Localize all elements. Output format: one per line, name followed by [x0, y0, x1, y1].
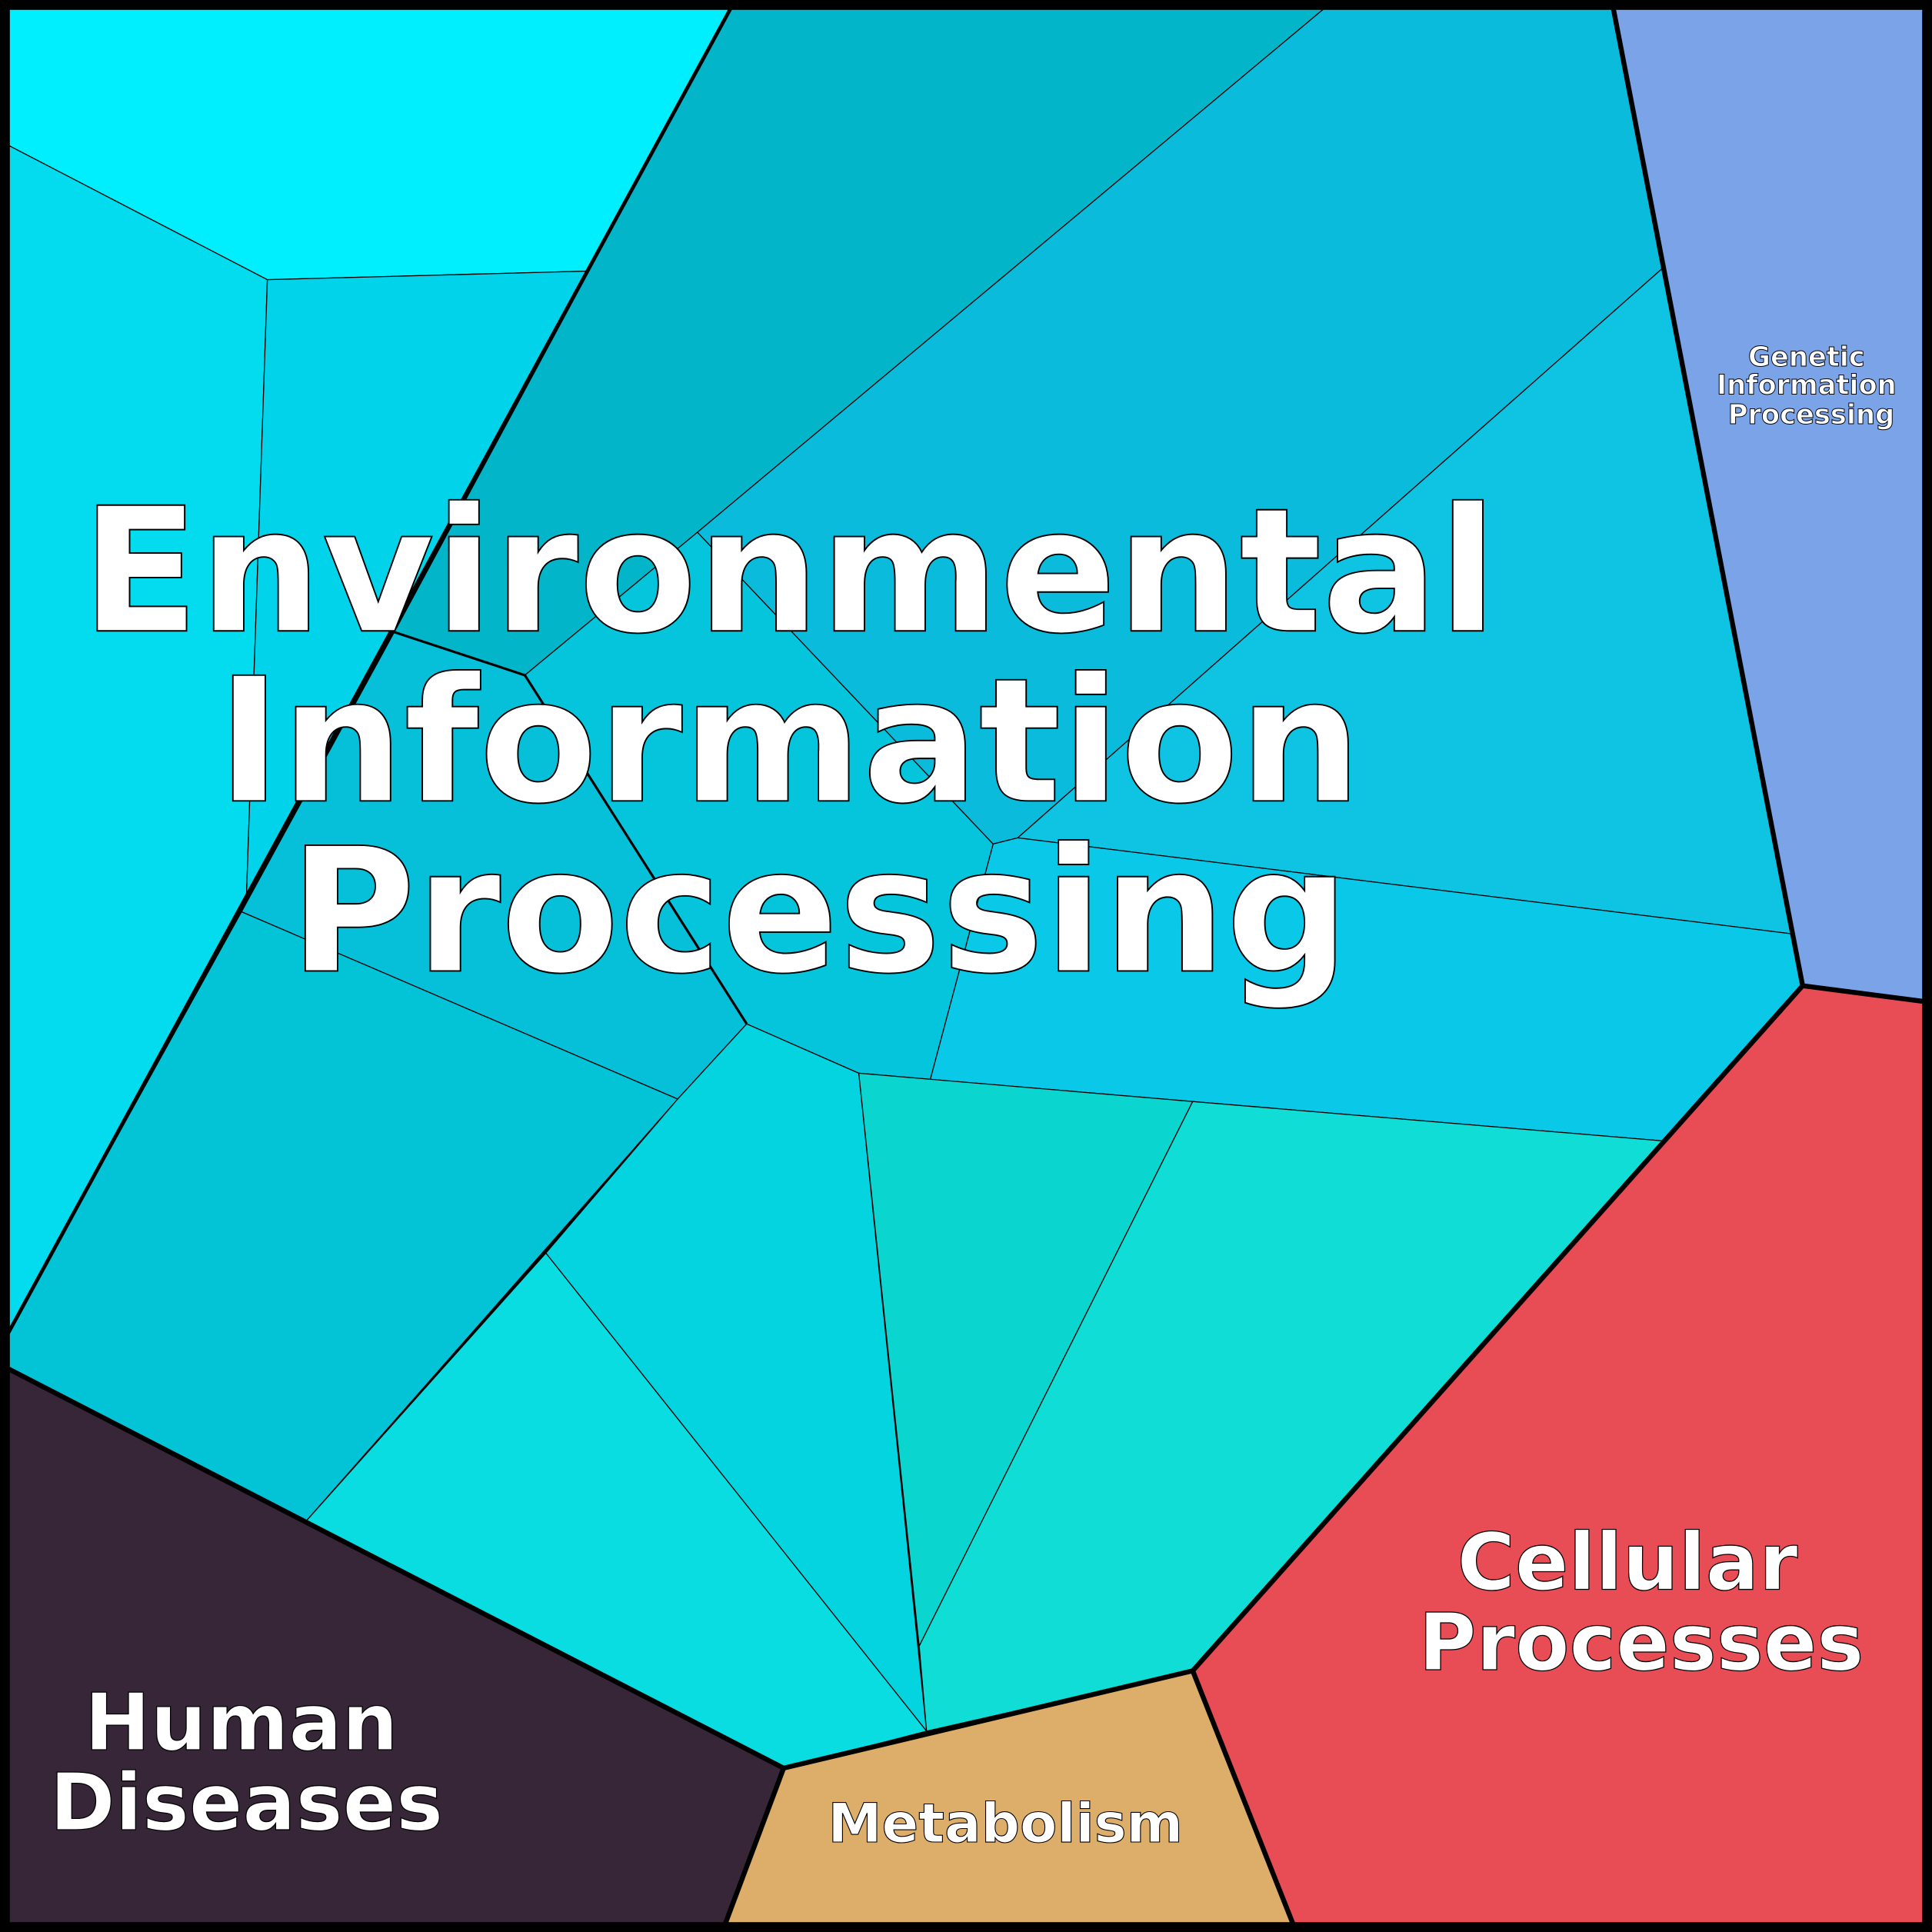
environmental-label: Environmental Information Processing [82, 471, 1557, 1011]
genetic-label: Genetic Information Processing [1717, 341, 1906, 431]
env-cell-11[interactable] [545, 1023, 928, 1733]
cellular-label: Cellular Processes [1418, 1517, 1864, 1689]
human-diseases-label: Human Diseases [50, 1677, 444, 1849]
metabolism-label: Metabolism [828, 1792, 1183, 1855]
environmental-subcells [5, 5, 1804, 1769]
